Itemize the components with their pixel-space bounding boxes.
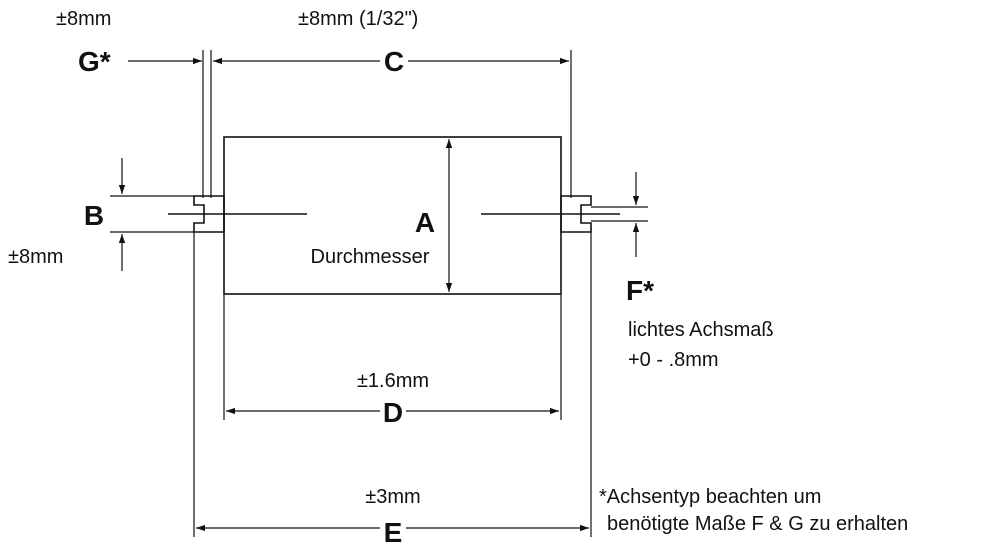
b-label: B xyxy=(84,200,104,231)
a-caption: Durchmesser xyxy=(311,246,430,268)
a-label: A xyxy=(415,207,435,238)
footnote-line-2: benötigte Maße F & G zu erhalten xyxy=(607,513,908,535)
f-tolerance: +0 - .8mm xyxy=(628,349,719,371)
d-label: D xyxy=(383,397,403,428)
f-caption: lichtes Achsmaß xyxy=(628,319,774,341)
footnote-line-1: *Achsentyp beachten um xyxy=(599,486,821,508)
left-end-cap xyxy=(193,195,225,233)
e-label: E xyxy=(384,517,403,547)
c-tolerance: ±8mm (1/32") xyxy=(298,8,418,30)
d-tolerance: ±1.6mm xyxy=(357,370,429,392)
g-label: G* xyxy=(78,46,111,77)
e-tolerance: ±3mm xyxy=(365,486,420,508)
roller-body xyxy=(223,136,562,295)
c-label: C xyxy=(384,46,404,77)
g-tolerance: ±8mm xyxy=(56,8,111,30)
f-label: F* xyxy=(626,275,654,306)
right-end-cap xyxy=(560,195,592,233)
b-tolerance: ±8mm xyxy=(8,246,63,268)
